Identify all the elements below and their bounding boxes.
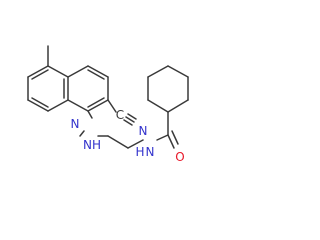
quinoline-benzo-ring	[27, 65, 69, 112]
carbonyl-oxygen-label: O	[175, 150, 184, 164]
amide-nitrogen-label: N	[146, 145, 155, 159]
amide-h-label: H	[135, 145, 144, 159]
cyclohexane-ring	[147, 65, 189, 136]
amine-nh-label: NH	[83, 138, 101, 152]
nitrile-nitrogen-label: N	[139, 124, 148, 138]
ring-nitrogen-label: N	[71, 117, 80, 131]
nitrile-group	[107, 99, 137, 126]
amide-group	[156, 130, 179, 149]
quinoline-pyridine-ring	[67, 65, 109, 112]
chemical-structure: N C N NH H N O	[27, 45, 189, 164]
ethylenediamine-linker	[79, 110, 144, 149]
nitrile-carbon-label: C	[116, 108, 124, 122]
